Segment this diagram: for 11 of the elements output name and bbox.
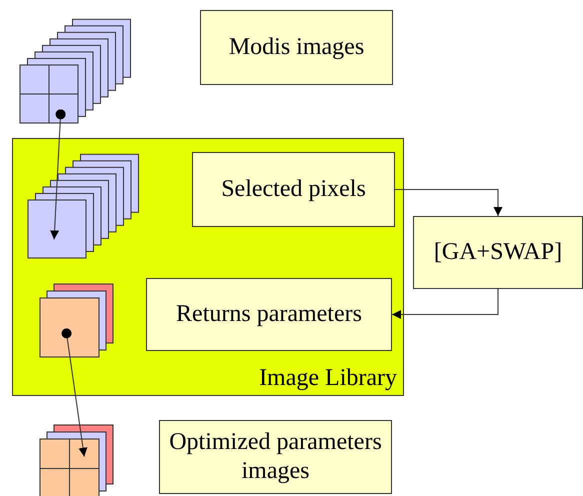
process-box: Modis images	[200, 10, 393, 85]
arrow	[394, 189, 502, 216]
process-box: Selected pixels	[192, 152, 395, 227]
group-panel	[12, 138, 404, 396]
group-title: Image Library	[259, 364, 397, 393]
process-box: Returns parameters	[146, 278, 392, 351]
process-box: [GA+SWAP]	[413, 216, 583, 289]
arrow	[62, 328, 88, 458]
arrow	[50, 109, 66, 240]
arrow	[392, 288, 498, 319]
process-box: Optimized parameters images	[159, 420, 392, 494]
